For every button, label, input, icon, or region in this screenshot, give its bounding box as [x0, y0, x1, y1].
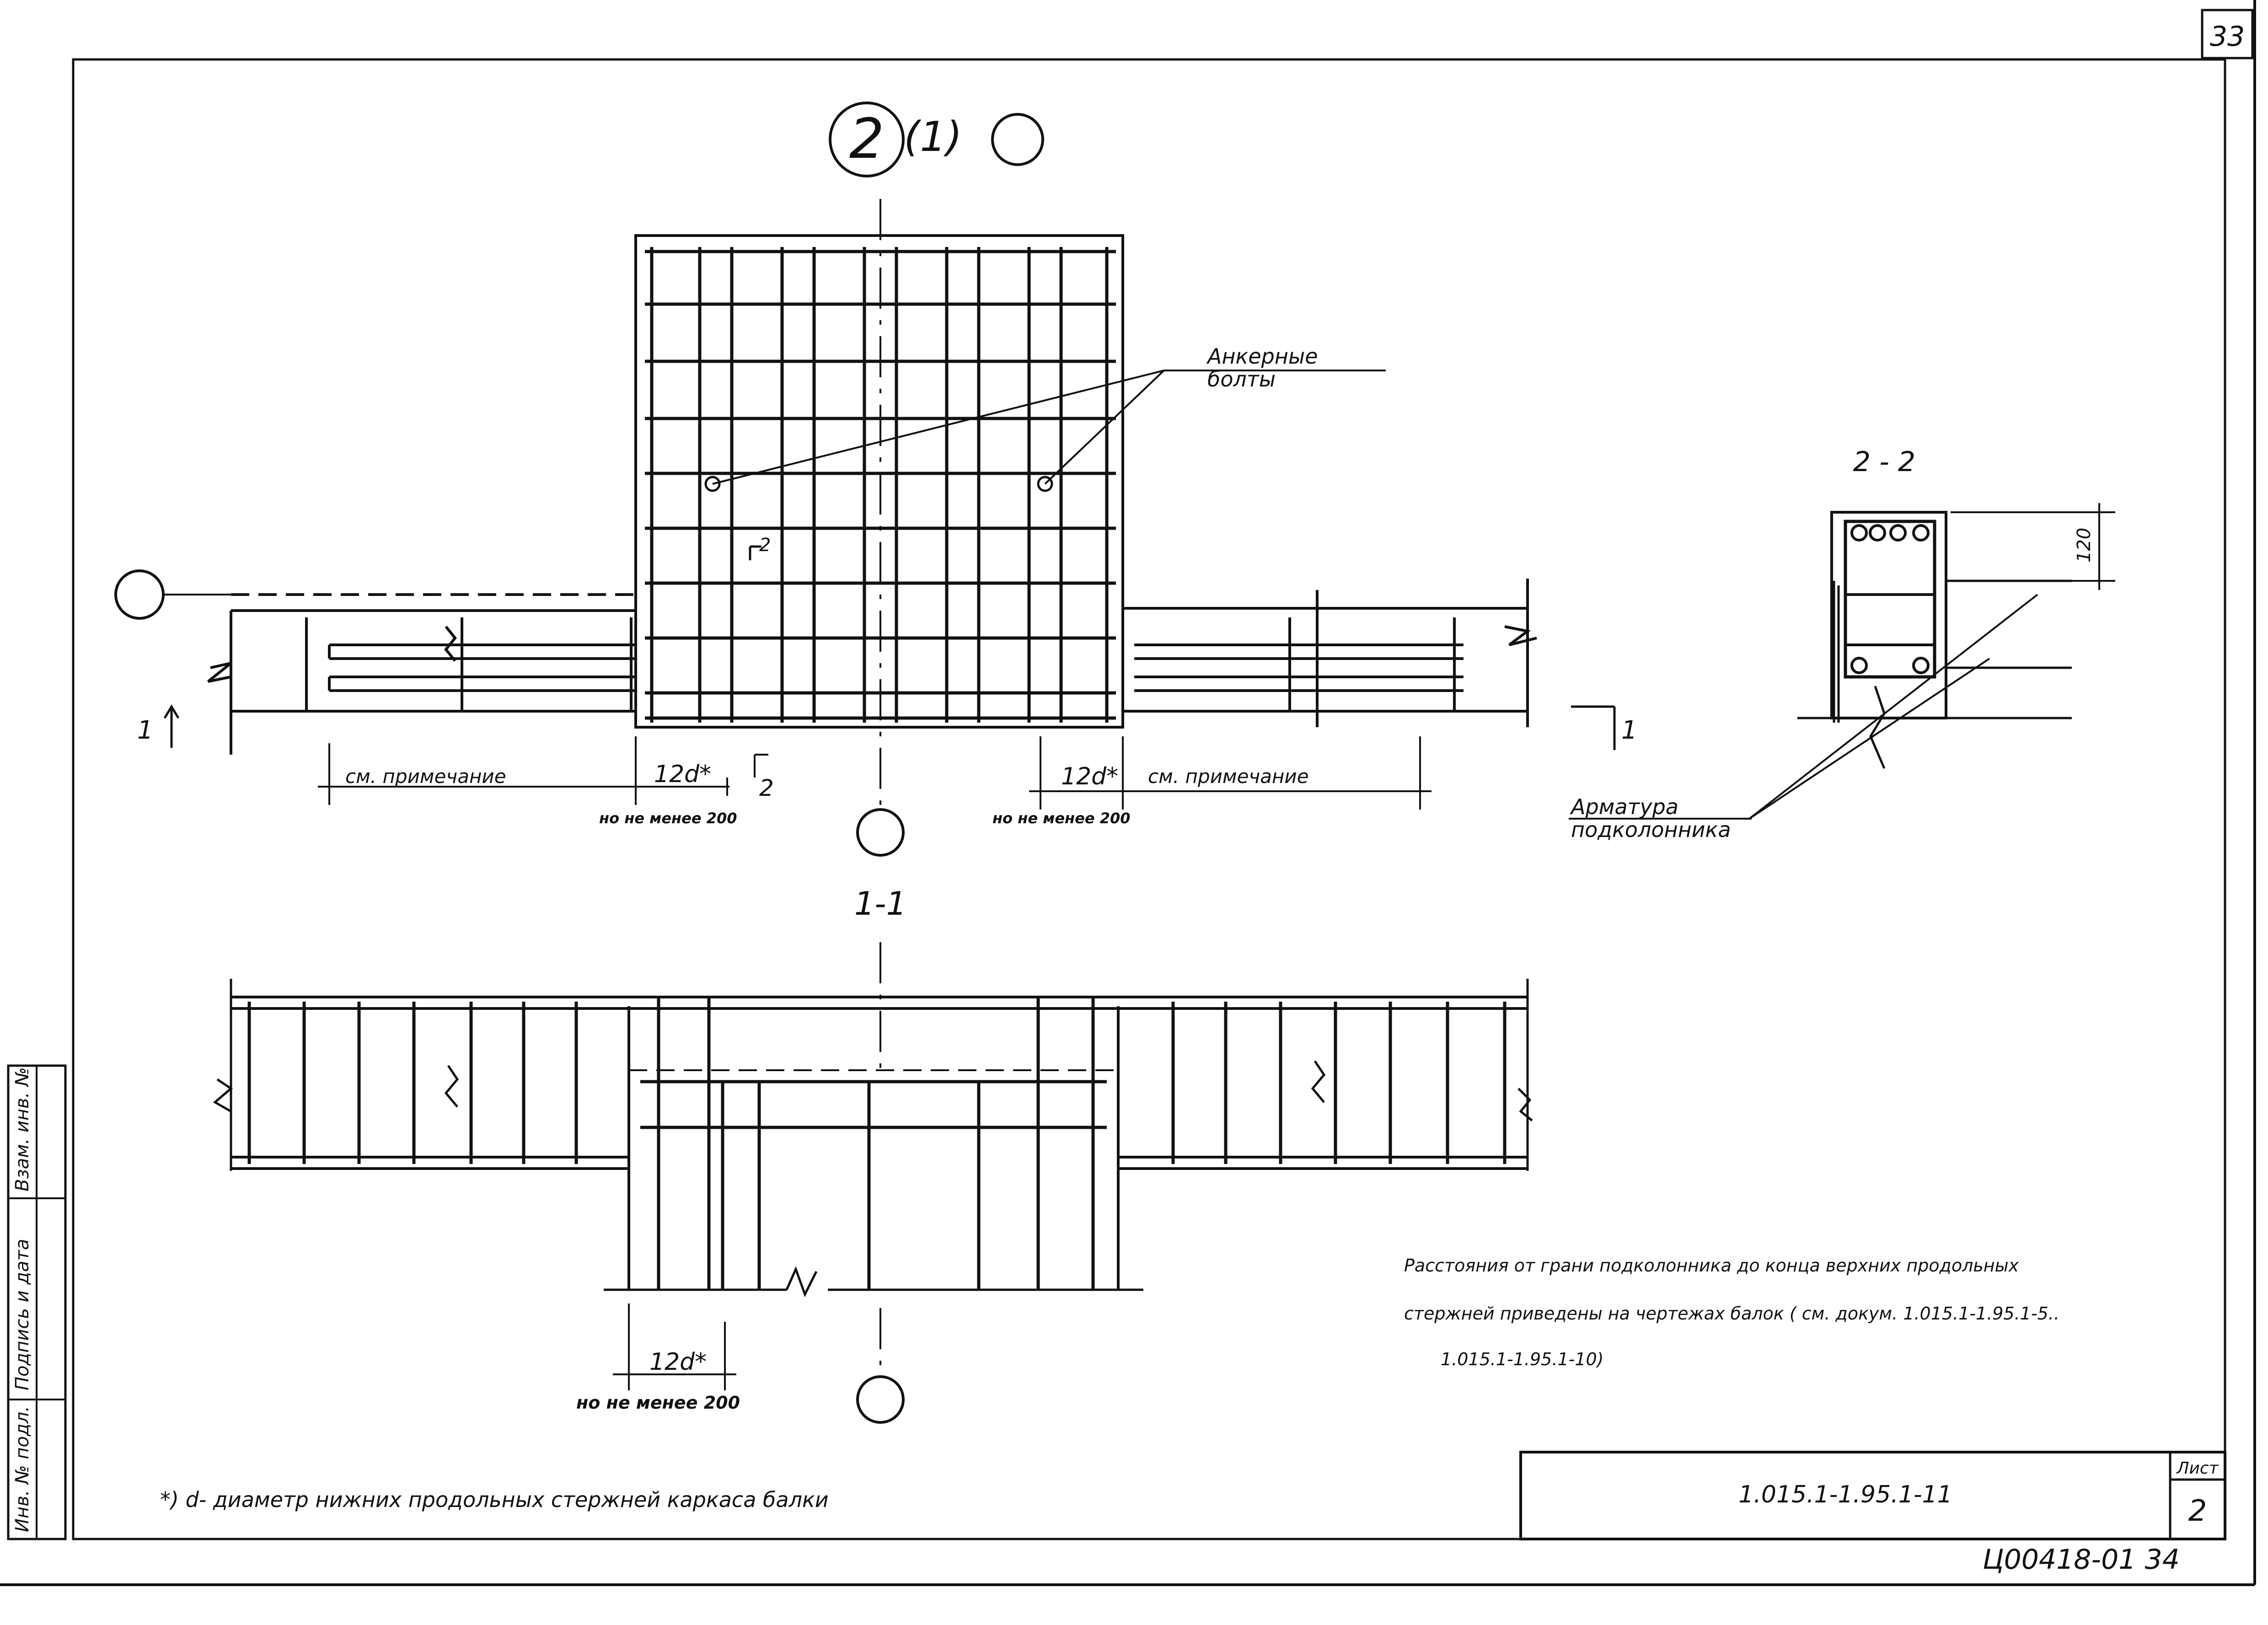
stamp-signature-date: Подпись и дата — [12, 1239, 33, 1390]
label-cut-1-left: 1 — [137, 715, 153, 745]
stamp-vzam-inv: Взам. инв. № — [12, 1067, 33, 1191]
section-1-1 — [213, 942, 1533, 1424]
list-label: Лист — [2176, 1459, 2219, 1478]
section-1-1-title: 1-1 — [854, 885, 906, 922]
note-line-3: 1.015.1-1.95.1-10) — [1441, 1349, 1604, 1369]
label-min200-left: но не менее 200 — [599, 810, 737, 827]
label-12d-right: 12d* — [1061, 763, 1118, 790]
label-rebar-2: подколонника — [1571, 817, 1731, 842]
label-min200-right: но не менее 200 — [992, 810, 1131, 827]
doc-code: 1.015.1-1.95.1-11 — [1738, 1481, 1952, 1508]
label-cut-2-bottom: 2 — [759, 775, 774, 801]
plan-labels: Анкерные болты 2 1 1 см. примечание 12d*… — [137, 344, 1637, 827]
anchor-bolt-left — [704, 476, 721, 492]
callout-paren-1: (1) — [904, 113, 962, 161]
side-stamp: Инв. № подл. Подпись и дата Взам. инв. № — [7, 1064, 67, 1540]
archive-code: Ц00418-01 34 — [1983, 1544, 2180, 1576]
label-cut-1-right: 1 — [1621, 715, 1637, 745]
plan-view — [114, 199, 1616, 857]
plan-beam-left — [207, 593, 636, 755]
section-1-1-labels: 1-1 12d* но не менее 200 — [576, 885, 906, 1413]
sheet-frame — [0, 0, 2256, 1586]
section-2-2-title: 2 - 2 — [1853, 446, 1915, 478]
label-12d-bottom: 12d* — [649, 1348, 707, 1376]
anchor-bolt-right — [1037, 476, 1053, 492]
list-number: 2 — [2188, 1494, 2207, 1528]
top-callouts: 2 (1) — [829, 102, 1044, 177]
stamp-inv-podl: Инв. № подл. — [12, 1406, 33, 1532]
label-anchor-bolts-2: болты — [1207, 367, 1276, 392]
corner-number: 33 — [2210, 21, 2245, 53]
label-see-note-right: см. примечание — [1148, 765, 1309, 788]
note-line-1: Расстояния от грани подколонника до конц… — [1404, 1255, 2019, 1276]
footnote: *) d- диаметр нижних продольных стержней… — [160, 1487, 829, 1512]
label-min200-bottom: но не менее 200 — [576, 1393, 740, 1413]
corner-number-box: 33 — [2201, 9, 2254, 59]
callout-bubble-2: 2 — [849, 107, 884, 171]
note-block: Расстояния от грани подколонника до конц… — [1404, 1255, 2059, 1369]
section-2-2-labels: 2 - 2 120 Арматура подколонника — [1570, 446, 2095, 842]
plan-mesh-vertical — [650, 247, 1109, 723]
plan-beam-right — [1123, 579, 1537, 727]
label-rebar-1: Арматура — [1570, 794, 1678, 819]
note-line-2: стержней приведены на чертежах балок ( с… — [1404, 1303, 2059, 1324]
title-block: 1.015.1-1.95.1-11 Лист 2 — [1519, 1451, 2226, 1540]
label-12d-left: 12d* — [654, 761, 711, 788]
label-dim-120: 120 — [2074, 528, 2095, 563]
section-2-2 — [1569, 503, 2115, 820]
label-see-note-left: см. примечание — [345, 765, 506, 788]
label-cut-2-top: 2 — [759, 535, 771, 556]
plan-dimension-lines — [318, 736, 1432, 810]
label-anchor-bolts-1: Анкерные — [1206, 344, 1318, 369]
